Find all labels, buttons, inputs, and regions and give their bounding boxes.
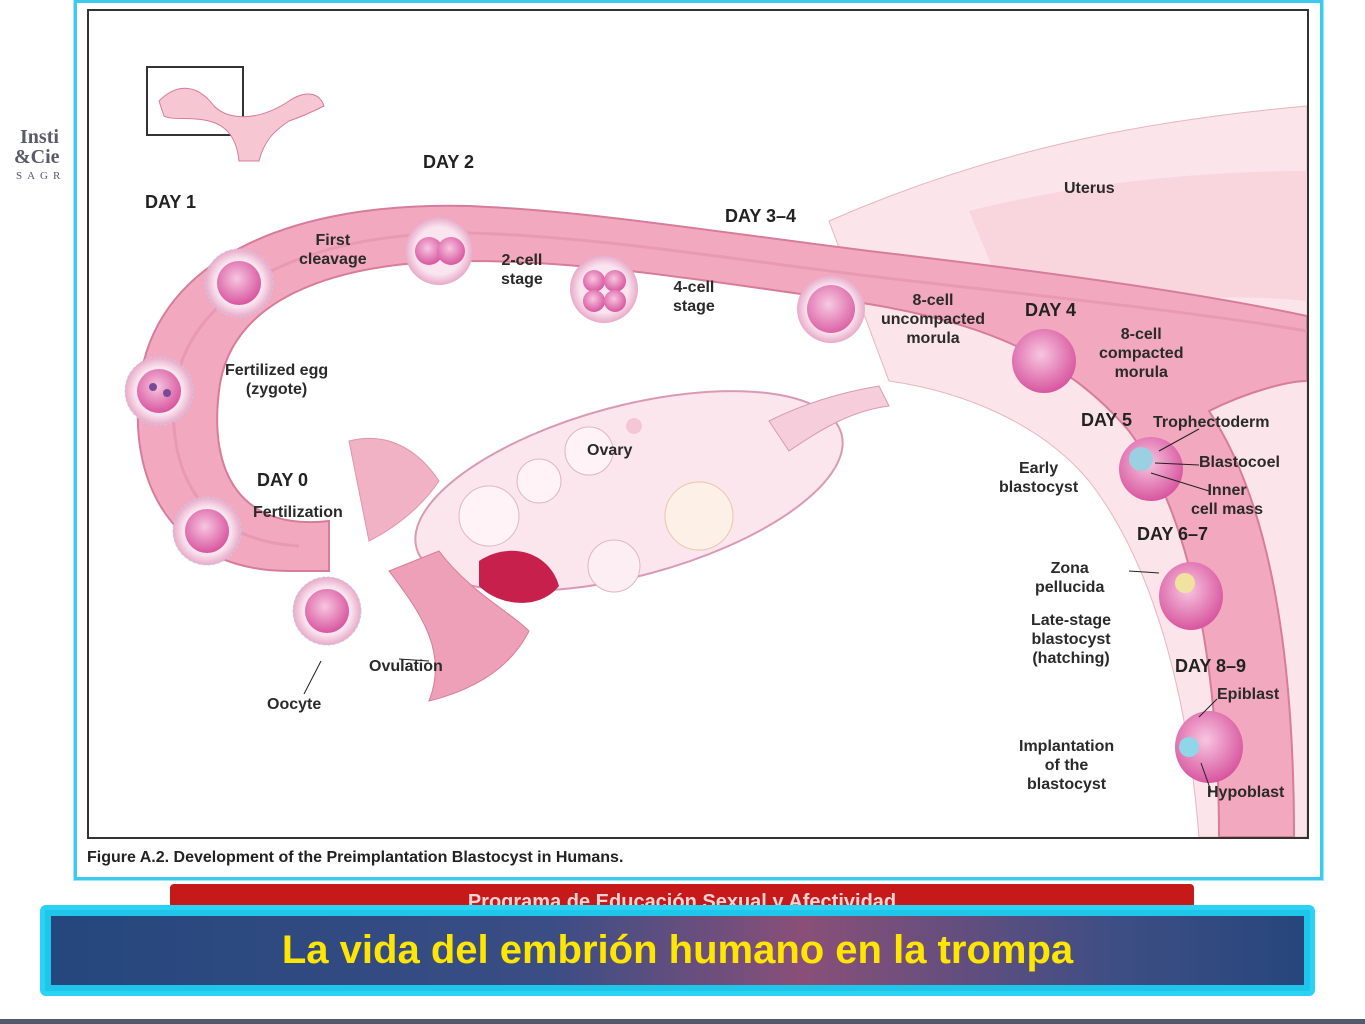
logo-line-3: SAGR: [16, 170, 66, 182]
cell-early-blastocyst: [1119, 437, 1183, 501]
label-blastocoel: Blastocoel: [1199, 454, 1280, 471]
ovary: [414, 390, 844, 592]
cell-oocyte: [292, 576, 362, 646]
logo-line-2: &Cie: [14, 146, 60, 168]
label-day89: DAY 8–9: [1175, 656, 1247, 676]
label-epiblast: Epiblast: [1217, 686, 1280, 703]
label-day34: DAY 3–4: [725, 206, 797, 226]
figure-frame: DAY 1 DAY 2 DAY 3–4 DAY 4 DAY 5 DAY 6–7 …: [74, 0, 1323, 880]
label-trophectoderm: Trophectoderm: [1153, 414, 1270, 431]
logo-line-1: Insti: [20, 126, 59, 148]
ruptured-follicle: [479, 550, 559, 603]
label-ovulation: Ovulation: [369, 658, 443, 675]
diagram-panel: DAY 1 DAY 2 DAY 3–4 DAY 4 DAY 5 DAY 6–7 …: [87, 9, 1309, 839]
label-day67: DAY 6–7: [1137, 524, 1209, 544]
label-4cell: 4-cell stage: [673, 279, 715, 315]
label-day2: DAY 2: [423, 152, 475, 172]
label-2cell: 2-cell stage: [501, 252, 543, 288]
bottom-divider: [0, 1019, 1365, 1024]
cell-4cell: [570, 255, 638, 323]
program-banner: Programa de Educación Sexual y Afectivid…: [170, 884, 1194, 908]
cell-fertilization: [172, 496, 242, 566]
label-fertilization: Fertilization: [253, 504, 343, 521]
cell-zygote: [124, 356, 194, 426]
label-day5: DAY 5: [1081, 410, 1133, 430]
label-day1: DAY 1: [145, 192, 197, 212]
institution-logo: Insti &Cie SAGR: [6, 126, 86, 186]
label-8cell-uncompacted: 8-cell uncompacted morula: [881, 292, 986, 347]
label-ovary: Ovary: [587, 442, 633, 459]
label-inner-cell-mass: Inner cell mass: [1191, 482, 1264, 518]
cell-2cell: [405, 217, 473, 285]
cell-implantation: [1175, 711, 1243, 783]
label-first-cleavage: First cleavage: [299, 232, 367, 268]
label-day0: DAY 0: [257, 470, 309, 490]
label-uterus: Uterus: [1064, 180, 1115, 197]
label-8cell-compacted: 8-cell compacted morula: [1099, 326, 1184, 381]
slide-title: La vida del embrión humano en la trompa: [281, 928, 1074, 972]
label-implantation: Implantation of the blastocyst: [1019, 738, 1115, 793]
label-early-blastocyst: Early blastocyst: [999, 460, 1079, 496]
cell-day1: [204, 248, 274, 318]
figure-caption: Figure A.2. Development of the Preimplan…: [87, 849, 624, 866]
title-banner: La vida del embrión humano en la trompa: [40, 905, 1315, 996]
label-late-blastocyst: Late-stage blastocyst (hatching): [1031, 612, 1112, 667]
label-fertilized-egg: Fertilized egg (zygote): [225, 362, 329, 398]
program-banner-text: Programa de Educación Sexual y Afectivid…: [467, 891, 897, 908]
title-banner-inner: La vida del embrión humano en la trompa: [51, 916, 1304, 985]
cell-8cell-compacted: [1012, 329, 1076, 393]
label-oocyte: Oocyte: [267, 696, 322, 713]
reproductive-tract-illustration: [124, 66, 1307, 837]
inset-box: [146, 66, 244, 136]
fimbriae: [388, 550, 530, 702]
cell-late-blastocyst: [1159, 562, 1223, 630]
label-hypoblast: Hypoblast: [1207, 784, 1285, 801]
cell-8cell-uncompacted: [797, 275, 865, 343]
label-day4: DAY 4: [1025, 300, 1077, 320]
label-zona-pellucida: Zona pellucida: [1035, 560, 1105, 596]
